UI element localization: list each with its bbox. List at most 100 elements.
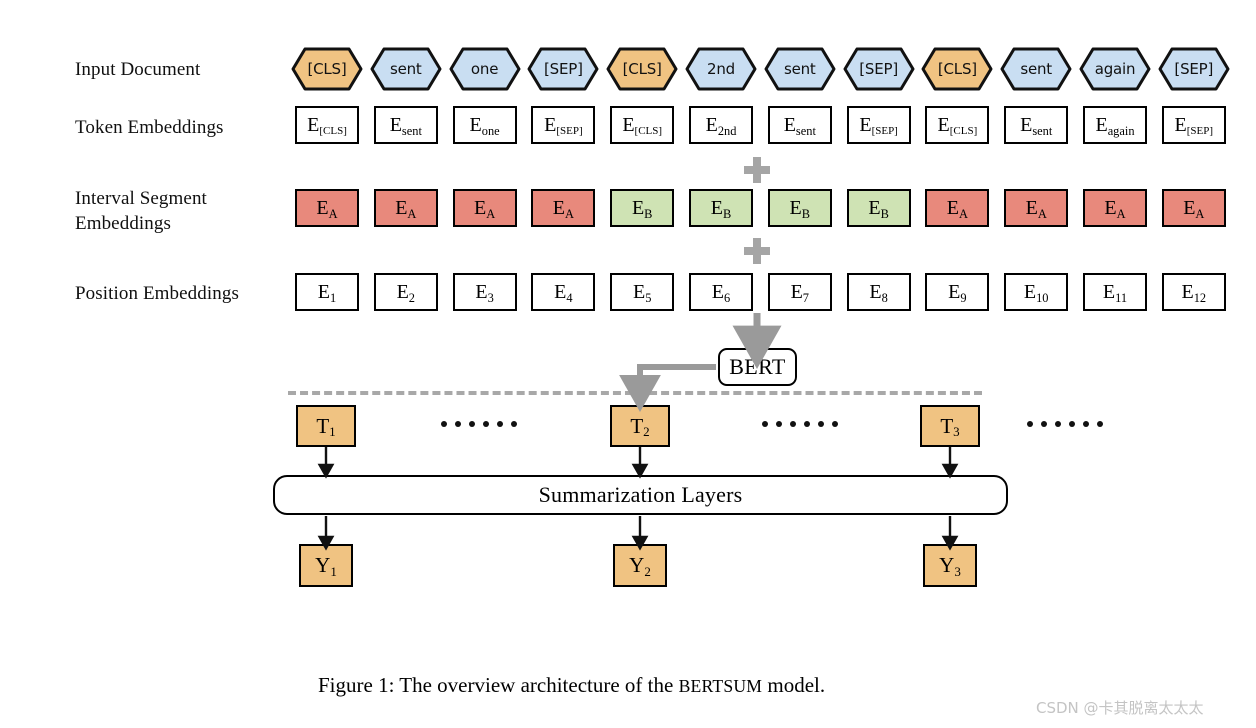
input-token-label: [CLS] xyxy=(307,59,347,78)
position-embedding-cell: E7 xyxy=(767,273,832,311)
embedding-subscript: 6 xyxy=(724,290,731,305)
embedding-subscript: 2nd xyxy=(717,123,737,138)
embedding-base: E xyxy=(1095,114,1108,136)
input-token-hexagon: [CLS] xyxy=(291,47,363,91)
embedding-subscript: [CLS] xyxy=(319,125,347,138)
embedding-base: E xyxy=(710,197,723,219)
position-embedding-cell: E3 xyxy=(452,273,517,311)
position-embedding-cell: E11 xyxy=(1083,273,1147,311)
segment-embedding-cell: EA xyxy=(452,189,517,227)
bert-output-box: T1 xyxy=(296,405,356,447)
embedding-subscript: B xyxy=(722,206,732,221)
bert-output-label: T2 xyxy=(630,415,649,438)
embedding-subscript: A xyxy=(1195,206,1205,221)
embedding-subscript: [CLS] xyxy=(634,125,663,138)
embedding-subscript: A xyxy=(486,206,496,221)
embedding-base: E xyxy=(937,114,950,136)
embedding-label: EA xyxy=(316,198,338,221)
segment-embedding-cell: EA xyxy=(1004,189,1069,227)
segment-embedding-cell: EA xyxy=(373,189,438,227)
input-token-label: 2nd xyxy=(707,59,735,78)
token-embedding-cell: E[CLS] xyxy=(295,106,359,144)
ellipsis-dot xyxy=(511,421,517,427)
embedding-label: E5 xyxy=(632,281,651,304)
summary-output-base: Y xyxy=(629,553,645,577)
embedding-subscript: 3 xyxy=(487,290,494,305)
ellipsis-dot xyxy=(832,421,838,427)
summarization-layers-label: Summarization Layers xyxy=(538,482,743,507)
summary-output-label: Y3 xyxy=(939,553,961,578)
embedding-base: E xyxy=(859,114,872,136)
embedding-label: E[CLS] xyxy=(622,115,663,138)
embedding-label: EB xyxy=(868,197,888,220)
caption-model-name: BERTSUM xyxy=(678,676,763,696)
embedding-base: E xyxy=(1183,197,1196,219)
position-embedding-cell: E5 xyxy=(610,273,675,311)
plus-icon-segment-to-position xyxy=(744,238,770,264)
hexagon-shape xyxy=(370,47,442,91)
summary-output-box: Y1 xyxy=(299,544,353,587)
embedding-label: E1 xyxy=(318,282,337,305)
input-token-hexagon: 2nd xyxy=(685,47,757,91)
embedding-subscript: A xyxy=(959,206,968,221)
row-label-input-document: Input Document xyxy=(75,59,201,80)
ellipsis-dot xyxy=(1041,421,1047,427)
embedding-subscript: sent xyxy=(795,123,816,138)
token-embedding-cell: Eagain xyxy=(1083,106,1147,144)
hexagon-shape xyxy=(685,47,757,91)
embedding-subscript: [SEP] xyxy=(1186,125,1214,138)
embedding-subscript: 1 xyxy=(330,290,337,305)
hexagon-shape xyxy=(843,47,915,91)
embedding-subscript: 12 xyxy=(1193,290,1207,305)
figure-caption: Figure 1: The overview architecture of t… xyxy=(318,673,825,698)
embedding-subscript: A xyxy=(1116,206,1126,221)
row-label-token-embeddings: Token Embeddings xyxy=(75,117,224,138)
bert-label: BERT xyxy=(729,354,786,379)
embedding-base: E xyxy=(632,281,646,303)
embedding-subscript: B xyxy=(801,206,811,221)
position-embedding-cell: E1 xyxy=(295,273,359,311)
ellipsis-dot xyxy=(1097,421,1103,427)
ellipsis-dot xyxy=(804,421,810,427)
ellipsis-dot xyxy=(497,421,503,427)
embedding-base: E xyxy=(396,281,409,303)
embedding-label: E2nd xyxy=(706,115,737,138)
embedding-label: EB xyxy=(710,197,732,221)
input-token-hexagon: [SEP] xyxy=(843,47,915,91)
embedding-subscript: 7 xyxy=(802,290,809,305)
embedding-label: EB xyxy=(632,198,652,220)
summary-output-base: Y xyxy=(939,553,955,577)
hexagon-shape xyxy=(921,47,993,91)
embedding-subscript: sent xyxy=(401,123,422,138)
token-embedding-cell: E[SEP] xyxy=(531,106,596,144)
embedding-base: E xyxy=(1104,197,1117,219)
ellipsis-group-3 xyxy=(1027,421,1103,427)
embedding-base: E xyxy=(544,114,557,136)
hexagon-shape xyxy=(1079,47,1151,91)
embedding-subscript: A xyxy=(328,206,338,221)
embedding-base: E xyxy=(868,197,881,219)
input-token-hexagon: one xyxy=(449,47,521,91)
dashed-divider xyxy=(288,391,982,395)
embedding-label: E2 xyxy=(396,281,415,304)
input-token-hexagon: [SEP] xyxy=(1158,47,1230,91)
summary-output-box: Y3 xyxy=(923,544,977,587)
embedding-subscript: [SEP] xyxy=(556,125,583,138)
input-token-hexagon: [CLS] xyxy=(606,47,678,91)
input-token-label: sent xyxy=(783,59,816,78)
bert-output-label: T1 xyxy=(316,415,335,438)
input-token-label: [SEP] xyxy=(544,59,583,78)
embedding-subscript: 10 xyxy=(1036,290,1049,305)
ellipsis-dot xyxy=(441,421,447,427)
bert-box: BERT xyxy=(718,348,797,386)
embedding-subscript: A xyxy=(1037,206,1047,221)
ellipsis-dot xyxy=(790,421,796,427)
embedding-subscript: 8 xyxy=(881,290,888,305)
token-embedding-cell: Esent xyxy=(373,106,438,144)
segment-embedding-cell: EA xyxy=(295,189,359,227)
embedding-subscript: again xyxy=(1107,123,1135,138)
embedding-label: E[SEP] xyxy=(544,114,583,138)
embedding-base: E xyxy=(1102,281,1116,303)
embedding-label: Esent xyxy=(390,115,422,138)
embedding-subscript: 4 xyxy=(566,290,573,305)
